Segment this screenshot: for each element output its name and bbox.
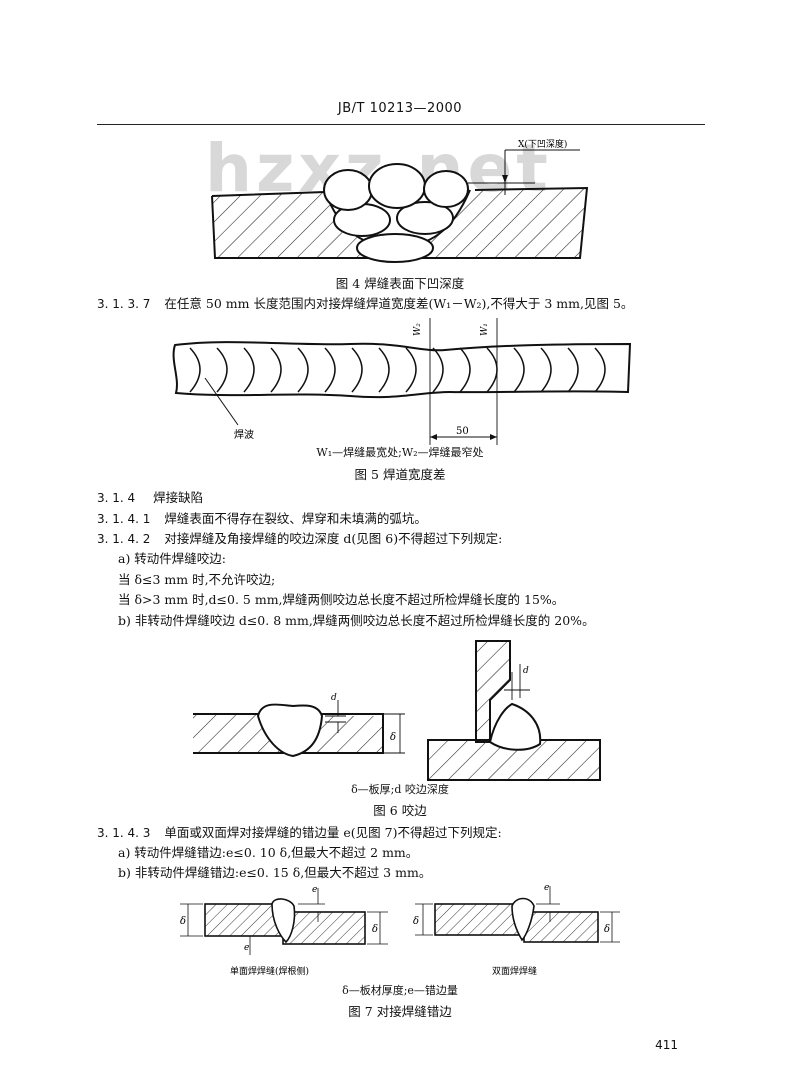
paragraph-text: 在任意 50 mm 长度范围内对接焊缝焊道宽度差(W₁－W₂),不得大于 3 m… <box>164 296 634 311</box>
weld-ripple <box>297 347 309 393</box>
fig7-delta-right: δ <box>413 916 419 927</box>
paragraph-text: 对接焊缝及角接焊缝的咬边深度 d(见图 6)不得超过下列规定: <box>164 531 503 546</box>
fig7-delta-left-r: δ <box>372 924 378 935</box>
fig4-drawing <box>211 149 589 263</box>
fig5-wave-label: 焊波 <box>234 428 254 441</box>
fig4-caption: 图 4 焊缝表面下凹深度 <box>335 276 465 291</box>
weld-ripple <box>243 347 255 393</box>
fig5-w2-label: W₂ <box>413 323 423 336</box>
fig7-legend: δ—板材厚度;e—错边量 <box>342 984 458 997</box>
weld-ripple <box>405 347 417 393</box>
weld-ripple <box>324 347 336 393</box>
fig6-right-drawing <box>427 640 601 781</box>
fig5-w1-label: W₁ <box>480 323 490 336</box>
weld-ripple <box>216 347 228 393</box>
list-item: b) 非转动件焊缝错边:e≤0. 15 δ,但最大不超过 3 mm。 <box>118 865 432 880</box>
header-rule <box>97 124 705 125</box>
fig7-delta-right-r: δ <box>604 924 610 935</box>
paragraph-text: 单面或双面焊对接焊缝的错边量 e(见图 7)不得超过下列规定: <box>164 825 502 840</box>
fig5-caption: 图 5 焊道宽度差 <box>354 467 446 482</box>
list-item: 当 δ>3 mm 时,d≤0. 5 mm,焊缝两侧咬边总长度不超过所检焊缝长度的… <box>118 592 565 607</box>
list-item: a) 转动件焊缝错边:e≤0. 10 δ,但最大不超过 2 mm。 <box>118 845 419 860</box>
fig6-legend: δ—板厚;d 咬边深度 <box>351 783 449 796</box>
page-number: 411 <box>655 1038 678 1052</box>
weld-ripple <box>513 347 525 393</box>
list-item: 当 δ≤3 mm 时,不允许咬边; <box>118 572 276 587</box>
fig7-left-drawing <box>180 888 388 955</box>
fig5-dim-label: 50 <box>456 426 469 437</box>
fig6-d-right-label: d <box>523 666 529 676</box>
weld-ripple <box>432 347 444 393</box>
fig6-caption: 图 6 咬边 <box>373 803 427 818</box>
fig4-callout-label: X(下凹深度) <box>518 138 567 150</box>
fig6-delta-label: δ <box>390 732 396 743</box>
list-item: b) 非转动件焊缝咬边 d≤0. 8 mm,焊缝两侧咬边总长度不超过所检焊缝长度… <box>118 613 595 628</box>
page-header: JB/T 10213—2000 <box>337 101 463 116</box>
weld-ripple <box>378 347 390 393</box>
weld-ripple <box>270 347 282 393</box>
section-number: 3. 1. 3. 7 <box>97 297 151 311</box>
fig7-delta-left: δ <box>180 916 186 927</box>
fig7-e-right-top: e <box>544 883 549 893</box>
fig5-drawing <box>172 318 632 445</box>
fig6-d-left-label: d <box>331 693 337 703</box>
weld-ripple <box>540 347 552 393</box>
section-title: 焊接缺陷 <box>153 490 204 505</box>
fig7-e-left-top: e <box>312 885 317 895</box>
weld-ripple <box>351 347 363 393</box>
section-number: 3. 1. 4. 2 <box>97 532 151 546</box>
paragraph-text: 焊缝表面不得存在裂纹、焊穿和未填满的弧坑。 <box>164 511 427 526</box>
fig6-left-drawing <box>193 700 405 758</box>
list-item: a) 转动件焊缝咬边: <box>118 551 227 566</box>
weld-ripple <box>567 347 579 393</box>
section-number: 3. 1. 4. 1 <box>97 512 151 526</box>
fig7-caption: 图 7 对接焊缝错边 <box>348 1004 452 1019</box>
section-number: 3. 1. 4. 3 <box>97 826 151 840</box>
weld-ripple <box>459 347 471 393</box>
fig7-e-left-bottom: e <box>244 943 249 953</box>
fig5-legend: W₁—焊缝最宽处;W₂—焊缝最窄处 <box>316 446 484 459</box>
fig7-right-label: 双面焊焊缝 <box>492 965 537 977</box>
weld-ripple <box>594 347 606 393</box>
fig7-right-drawing <box>415 886 620 943</box>
section-number: 3. 1. 4 <box>97 491 136 505</box>
weld-ripple <box>189 347 201 393</box>
fig7-left-label: 单面焊焊缝(焊根侧) <box>230 965 309 977</box>
